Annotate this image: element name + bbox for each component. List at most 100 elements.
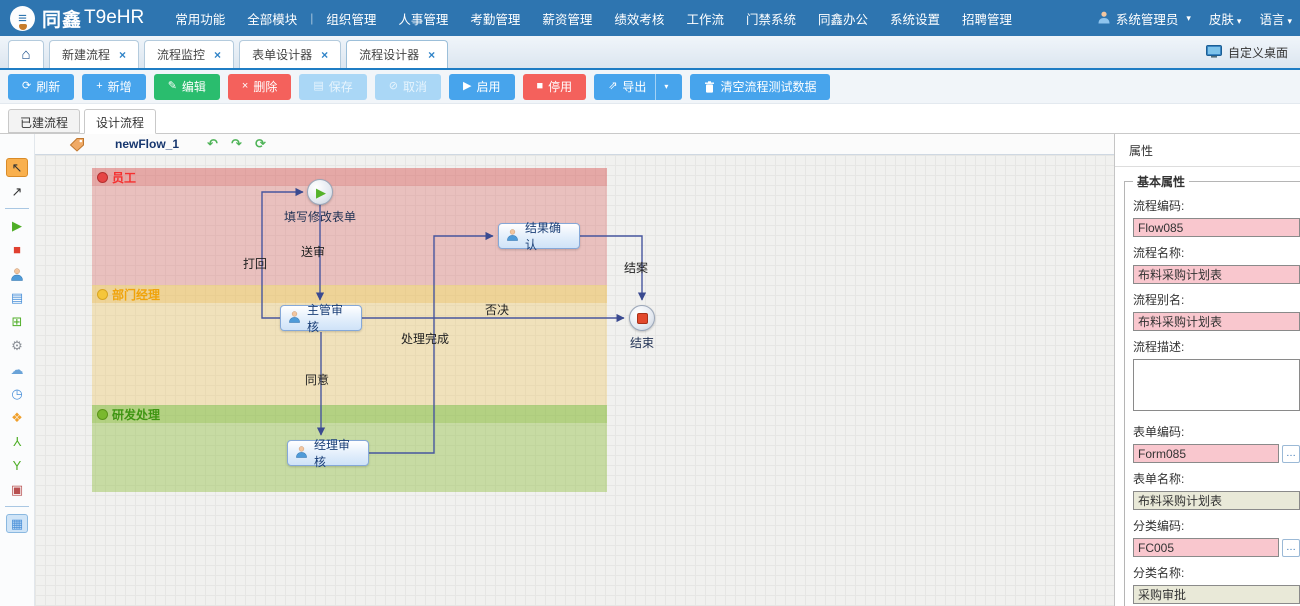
play-icon: ▶ bbox=[316, 184, 326, 200]
custom-desktop-button[interactable]: 自定义桌面 bbox=[1205, 44, 1288, 61]
menu-item-office[interactable]: 同鑫办公 bbox=[817, 12, 868, 27]
enable-button[interactable]: ▶ 启用 bbox=[449, 73, 515, 100]
basic-properties-legend: 基本属性 bbox=[1137, 175, 1186, 189]
menu-item-recruiting[interactable]: 招聘管理 bbox=[962, 12, 1013, 27]
refresh-icon: ⟳ bbox=[22, 80, 32, 92]
menu-item-settings[interactable]: 系统设置 bbox=[889, 12, 940, 27]
tab-home[interactable]: ⌂ bbox=[8, 40, 44, 68]
disable-button[interactable]: ■ 停用 bbox=[522, 73, 587, 100]
canvas-header: newFlow_1 ↶ ↷ ⟳ bbox=[35, 134, 1114, 155]
properties-title: 属性 bbox=[1115, 134, 1300, 167]
export-dropdown-arrow[interactable]: ▾ bbox=[655, 73, 668, 100]
menu-item-org[interactable]: 组织管理 bbox=[326, 12, 377, 27]
close-icon[interactable]: × bbox=[119, 47, 127, 62]
monitor-icon bbox=[1205, 44, 1222, 61]
form-name-input[interactable] bbox=[1133, 491, 1300, 510]
menu-item-all-modules[interactable]: 全部模块 bbox=[247, 12, 298, 27]
flow-description-label: 流程描述: bbox=[1133, 340, 1185, 354]
edge-label-process-done[interactable]: 处理完成 bbox=[401, 332, 450, 346]
subtab-design-flow[interactable]: 设计流程 bbox=[84, 109, 157, 134]
user-menu[interactable]: 系统管理员 ▾ bbox=[1097, 9, 1191, 28]
form-task-tool[interactable]: ▤ bbox=[10, 289, 24, 305]
user-task-tool[interactable] bbox=[6, 264, 28, 283]
stop-icon bbox=[636, 312, 648, 324]
cancel-button[interactable]: ⊘ 取消 bbox=[374, 73, 442, 100]
flow-name-input[interactable] bbox=[1133, 265, 1300, 284]
edit-button[interactable]: ✎ 编辑 bbox=[153, 73, 220, 100]
logo-icon: ≡ bbox=[10, 5, 35, 31]
edge-label-veto[interactable]: 否决 bbox=[485, 303, 510, 317]
delete-button[interactable]: × 删除 bbox=[227, 73, 292, 100]
flow-alias-label: 流程别名: bbox=[1133, 293, 1185, 307]
close-icon[interactable]: × bbox=[428, 47, 436, 62]
connector-tool[interactable]: ↗ bbox=[11, 183, 23, 199]
menu-item-attendance[interactable]: 考勤管理 bbox=[470, 12, 521, 27]
designer-main: newFlow_1 ↶ ↷ ⟳ 员工 部门经理 bbox=[35, 134, 1114, 606]
task-node-result-confirm[interactable]: 结果确认 bbox=[498, 221, 580, 252]
export-button[interactable]: ⇗ 导出 ▾ bbox=[594, 73, 683, 100]
flow-canvas[interactable]: 员工 部门经理 研发处理 bbox=[35, 155, 1114, 606]
form-code-input[interactable] bbox=[1133, 444, 1279, 463]
auto-task-tool[interactable]: ⚙ bbox=[11, 337, 23, 353]
menu-item-payroll[interactable]: 薪资管理 bbox=[542, 12, 593, 27]
form-code-lookup-button[interactable]: … bbox=[1282, 444, 1300, 463]
menu-item-access-control[interactable]: 门禁系统 bbox=[745, 12, 796, 27]
edge-label-reject[interactable]: 打回 bbox=[243, 257, 268, 271]
menu-item-common[interactable]: 常用功能 bbox=[175, 12, 226, 27]
menu-item-hr[interactable]: 人事管理 bbox=[398, 12, 449, 27]
close-icon[interactable]: × bbox=[321, 47, 329, 62]
lane-dot-icon bbox=[97, 408, 108, 420]
edge-close-case[interactable] bbox=[578, 235, 647, 301]
edge-label-agree[interactable]: 同意 bbox=[305, 373, 330, 387]
category-name-input[interactable] bbox=[1133, 585, 1300, 604]
close-icon[interactable]: × bbox=[214, 47, 222, 62]
end-node[interactable] bbox=[629, 305, 655, 331]
timer-tool[interactable]: ◷ bbox=[11, 385, 23, 401]
edge-process-done[interactable] bbox=[369, 231, 494, 454]
skin-menu[interactable]: 皮肤▾ bbox=[1208, 12, 1242, 27]
canvas-refresh-icon[interactable]: ⟳ bbox=[255, 136, 266, 151]
flow-code-input[interactable] bbox=[1133, 218, 1300, 237]
edge-label-close-case[interactable]: 结案 bbox=[624, 261, 649, 275]
basic-properties-group: 基本属性 流程编码: 流程名称: 流程别名: 流程描述: 表单编码: … 表单名… bbox=[1124, 173, 1300, 606]
brand-name: 同鑫 bbox=[42, 9, 83, 31]
comment-tool[interactable]: ☁ bbox=[10, 361, 24, 377]
main-menu: 常用功能 全部模块 | 组织管理 人事管理 考勤管理 薪资管理 绩效考核 工作流… bbox=[164, 0, 1023, 36]
undo-icon[interactable]: ↶ bbox=[207, 136, 218, 151]
lane-label: 员工 bbox=[112, 170, 137, 185]
refresh-button[interactable]: ⟳ 刷新 bbox=[8, 73, 75, 100]
category-code-input[interactable] bbox=[1133, 538, 1279, 557]
redo-icon[interactable]: ↷ bbox=[231, 136, 242, 151]
category-code-lookup-button[interactable]: … bbox=[1282, 538, 1300, 557]
tab-flow-monitor[interactable]: 流程监控 × bbox=[144, 40, 235, 68]
task-node-label: 主管审核 bbox=[307, 303, 344, 334]
edges-layer bbox=[261, 187, 647, 454]
clear-test-data-button[interactable]: 清空流程测试数据 bbox=[690, 73, 831, 100]
plugin-tool[interactable]: ❖ bbox=[11, 409, 23, 425]
save-button[interactable]: ▤ 保存 bbox=[299, 73, 367, 100]
add-button[interactable]: + 新增 bbox=[82, 73, 146, 100]
flow-alias-input[interactable] bbox=[1133, 312, 1300, 331]
flow-description-textarea[interactable] bbox=[1133, 359, 1300, 411]
start-node-tool[interactable]: ▶ bbox=[12, 217, 22, 233]
decision-tool[interactable]: ▣ bbox=[10, 481, 24, 497]
start-node[interactable]: ▶ bbox=[307, 179, 333, 205]
person-icon bbox=[288, 310, 301, 326]
merge-tool[interactable]: Y bbox=[12, 434, 22, 449]
tab-form-designer[interactable]: 表单设计器 × bbox=[239, 40, 342, 68]
menu-item-workflow[interactable]: 工作流 bbox=[686, 12, 724, 27]
end-node-tool[interactable]: ■ bbox=[13, 242, 21, 257]
task-node-supervisor-review[interactable]: 主管审核 bbox=[280, 303, 362, 334]
subtab-existing-flows[interactable]: 已建流程 bbox=[8, 109, 81, 133]
menu-item-performance[interactable]: 绩效考核 bbox=[614, 12, 665, 27]
tab-new-flow[interactable]: 新建流程 × bbox=[49, 40, 140, 68]
language-menu[interactable]: 语言▾ bbox=[1259, 12, 1292, 27]
org-task-tool[interactable]: ⊞ bbox=[11, 313, 23, 329]
subflow-tool[interactable]: ▦ bbox=[6, 514, 28, 533]
task-node-manager-review[interactable]: 经理审核 bbox=[287, 438, 369, 469]
edge-label-submit[interactable]: 送审 bbox=[301, 245, 326, 259]
tab-flow-designer[interactable]: 流程设计器 × bbox=[346, 40, 449, 68]
split-tool[interactable]: Y bbox=[12, 458, 22, 473]
edge-reject-back[interactable] bbox=[261, 187, 304, 319]
select-pointer-tool[interactable]: ↖ bbox=[6, 158, 28, 177]
